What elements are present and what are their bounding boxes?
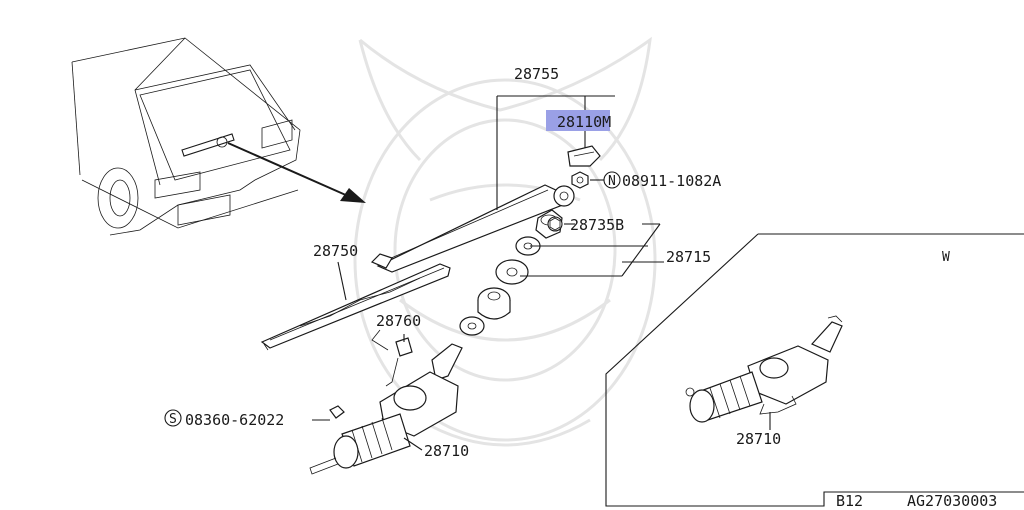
footer-model: B12 [836,492,863,510]
inset-variant-label: W [942,250,950,265]
nut-symbol-icon: N [603,171,621,189]
label-28735B: 28735B [570,216,624,234]
label-08911-1082A: 08911-1082A [622,172,721,190]
label-28715: 28715 [666,248,711,266]
bushing-symbol-icon [547,216,563,232]
grommet-part [477,287,511,320]
bolt-symbol-letter: S [169,412,177,427]
label-28755: 28755 [514,65,559,83]
car-rear-illustration [71,37,301,236]
label-28110M: 28110M [557,113,611,131]
footer-code: AG27030003 [907,492,997,510]
washer-parts [495,236,541,285]
leader-lines [312,95,664,451]
bolt-symbol-icon: S [164,409,182,427]
label-08360-62022: 08360-62022 [185,411,284,429]
inset-motor-part [685,315,843,430]
label-28760: 28760 [376,312,421,330]
watermark-crest [353,36,657,447]
wiper-arm [370,184,575,273]
arm-nut-part [571,171,589,189]
arm-cap-part [567,145,601,167]
label-28710-inset: 28710 [736,430,781,448]
wiper-blade [260,263,451,351]
label-28710: 28710 [424,442,469,460]
nut-symbol-letter: N [608,174,616,189]
wiper-motor-part [309,343,463,475]
label-28750: 28750 [313,242,358,260]
inset-panel [605,233,1024,507]
pointer-arrow [227,142,366,203]
lower-washer-part [459,316,485,336]
highlight-box [546,110,610,131]
